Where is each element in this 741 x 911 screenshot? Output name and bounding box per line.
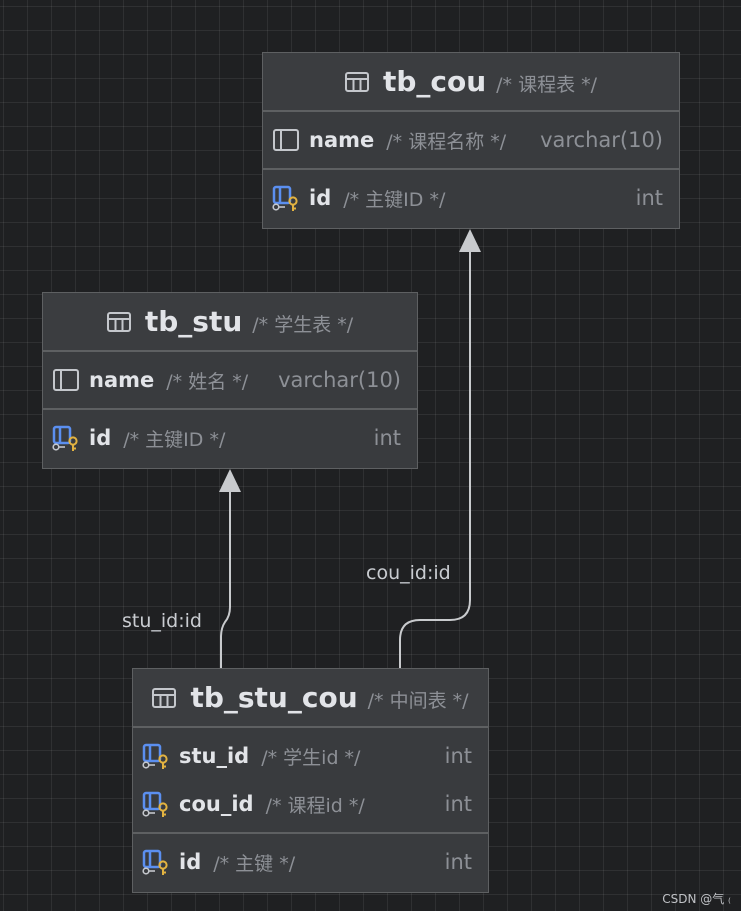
column-row[interactable]: id /* 主键ID */ int [43, 414, 417, 462]
column-row[interactable]: id /* 主键ID */ int [263, 174, 679, 222]
column-type: int [444, 744, 472, 768]
column-type: int [444, 792, 472, 816]
column-row[interactable]: cou_id /* 课程id */ int [133, 780, 488, 828]
column-name: name [89, 368, 155, 392]
table-name: tb_stu [144, 305, 243, 338]
column-comment: /* 学生id */ [261, 746, 361, 769]
column-name: id [179, 850, 202, 874]
column-comment: /* 主键 */ [213, 852, 296, 875]
column-comment: /* 主键ID */ [343, 188, 446, 211]
entity-header: tb_stu_cou /* 中间表 */ [133, 669, 488, 728]
table-comment: /* 中间表 */ [367, 690, 469, 712]
table-icon [107, 312, 131, 332]
column-comment: /* 主键ID */ [123, 428, 226, 451]
table-name: tb_stu_cou [190, 681, 358, 714]
table-comment: /* 课程表 */ [496, 74, 598, 96]
key-section: id /* 主键ID */ int [43, 410, 417, 466]
stu-connection-label: stu_id:id [122, 610, 202, 632]
key-section: id /* 主键ID */ int [263, 170, 679, 226]
column-name: cou_id [179, 792, 254, 816]
column-row[interactable]: stu_id /* 学生id */ int [133, 732, 488, 780]
column-row[interactable]: name /* 课程名称 */ varchar(10) [263, 116, 679, 164]
column-icon [271, 126, 301, 154]
column-name: id [309, 186, 332, 210]
entity-tb-cou[interactable]: tb_cou /* 课程表 */ name /* 课程名称 */ varchar… [262, 52, 680, 229]
columns-section: name /* 课程名称 */ varchar(10) [263, 112, 679, 170]
column-name: name [309, 128, 375, 152]
column-comment: /* 课程id */ [265, 794, 365, 817]
primary-key-icon [271, 184, 301, 212]
column-type: int [635, 186, 663, 210]
stu-arrowhead [219, 469, 241, 492]
table-comment: /* 学生表 */ [252, 314, 354, 336]
foreign-keys-section: stu_id /* 学生id */ int cou_id /* 课程id */ … [133, 728, 488, 834]
column-name: id [89, 426, 112, 450]
key-section: id /* 主键 */ int [133, 834, 488, 890]
column-type: int [444, 850, 472, 874]
column-name: stu_id [179, 744, 250, 768]
columns-section: name /* 姓名 */ varchar(10) [43, 352, 417, 410]
entity-header: tb_stu /* 学生表 */ [43, 293, 417, 352]
entity-tb-stu-cou[interactable]: tb_stu_cou /* 中间表 */ stu_id /* 学生id */ i… [132, 668, 489, 893]
column-type: varchar(10) [278, 368, 401, 392]
primary-key-icon [141, 848, 171, 876]
stu-relationship-line [220, 490, 231, 670]
column-row[interactable]: name /* 姓名 */ varchar(10) [43, 356, 417, 404]
entity-header: tb_cou /* 课程表 */ [263, 53, 679, 112]
column-type: varchar(10) [540, 128, 663, 152]
column-comment: /* 课程名称 */ [386, 130, 507, 153]
foreign-key-icon [141, 742, 171, 770]
table-icon [345, 72, 369, 92]
entity-tb-stu[interactable]: tb_stu /* 学生表 */ name /* 姓名 */ varchar(1… [42, 292, 418, 469]
foreign-key-icon [141, 790, 171, 818]
column-row[interactable]: id /* 主键 */ int [133, 838, 488, 886]
column-type: int [373, 426, 401, 450]
watermark: CSDN @气 ₍ [662, 892, 731, 906]
table-name: tb_cou [382, 65, 487, 98]
cou-connection-label: cou_id:id [366, 562, 451, 584]
table-icon [152, 688, 176, 708]
cou-arrowhead [459, 229, 481, 252]
column-icon [51, 366, 81, 394]
primary-key-icon [51, 424, 81, 452]
column-comment: /* 姓名 */ [166, 370, 249, 393]
cou-relationship-line [399, 250, 471, 670]
